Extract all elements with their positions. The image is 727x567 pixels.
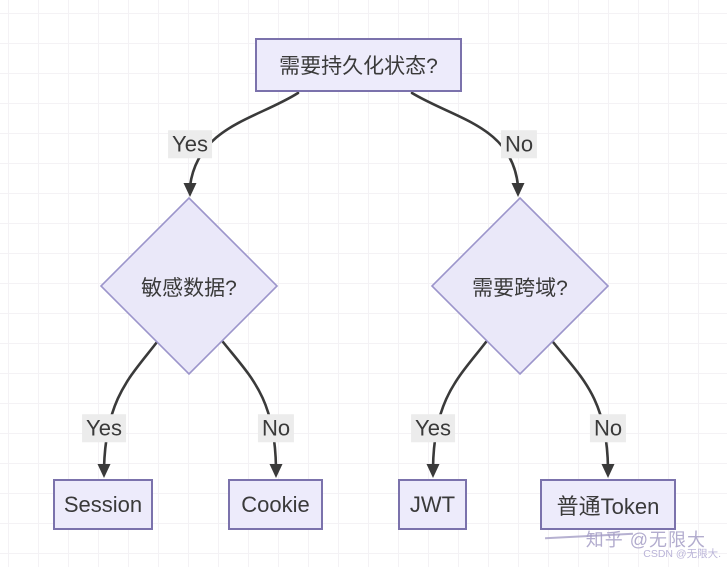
decision-label-cross-domain: 需要跨域? bbox=[472, 277, 568, 300]
node-cookie-label: Cookie bbox=[241, 491, 310, 517]
edge-right-yes bbox=[431, 340, 488, 470]
decision-label-sensitive-data: 敏感数据? bbox=[141, 277, 237, 300]
arrowhead-cookie bbox=[269, 464, 283, 478]
edge-root-yes bbox=[188, 91, 300, 188]
edge-label-right-no: No bbox=[589, 414, 627, 442]
decision-diamond-cross-domain bbox=[430, 196, 610, 376]
node-root-question-label: 需要持久化状态? bbox=[279, 55, 438, 78]
edge-root-no bbox=[410, 91, 520, 188]
watermark-zhihu: 知乎 @无限大 bbox=[585, 530, 706, 550]
edge-label-root-yes: Yes bbox=[168, 130, 212, 158]
arrowhead-right-diamond bbox=[511, 183, 525, 197]
node-jwt: JWT bbox=[398, 479, 467, 530]
edge-label-left-yes: Yes bbox=[82, 414, 126, 442]
edge-left-yes bbox=[102, 340, 159, 470]
node-session-label: Session bbox=[63, 491, 143, 517]
arrowhead-left-diamond bbox=[183, 183, 197, 197]
node-cookie: Cookie bbox=[228, 479, 323, 530]
edge-label-left-no: No bbox=[257, 414, 295, 442]
decision-diamond-sensitive-data bbox=[99, 196, 279, 376]
arrowhead-session bbox=[97, 464, 111, 478]
edge-left-no bbox=[221, 340, 278, 470]
edge-label-root-no: No bbox=[500, 130, 538, 158]
edge-label-right-yes: Yes bbox=[411, 414, 455, 442]
node-session: Session bbox=[53, 479, 153, 530]
arrowhead-token bbox=[601, 464, 615, 478]
node-token-label: 普通Token bbox=[556, 493, 660, 519]
node-root-question: 需要持久化状态? bbox=[255, 38, 462, 92]
node-jwt-label: JWT bbox=[409, 491, 456, 517]
arrowhead-jwt bbox=[426, 464, 440, 478]
watermark-csdn: CSDN @无限大. bbox=[643, 548, 721, 560]
node-token: 普通Token bbox=[540, 479, 676, 530]
edge-right-no bbox=[551, 340, 610, 470]
